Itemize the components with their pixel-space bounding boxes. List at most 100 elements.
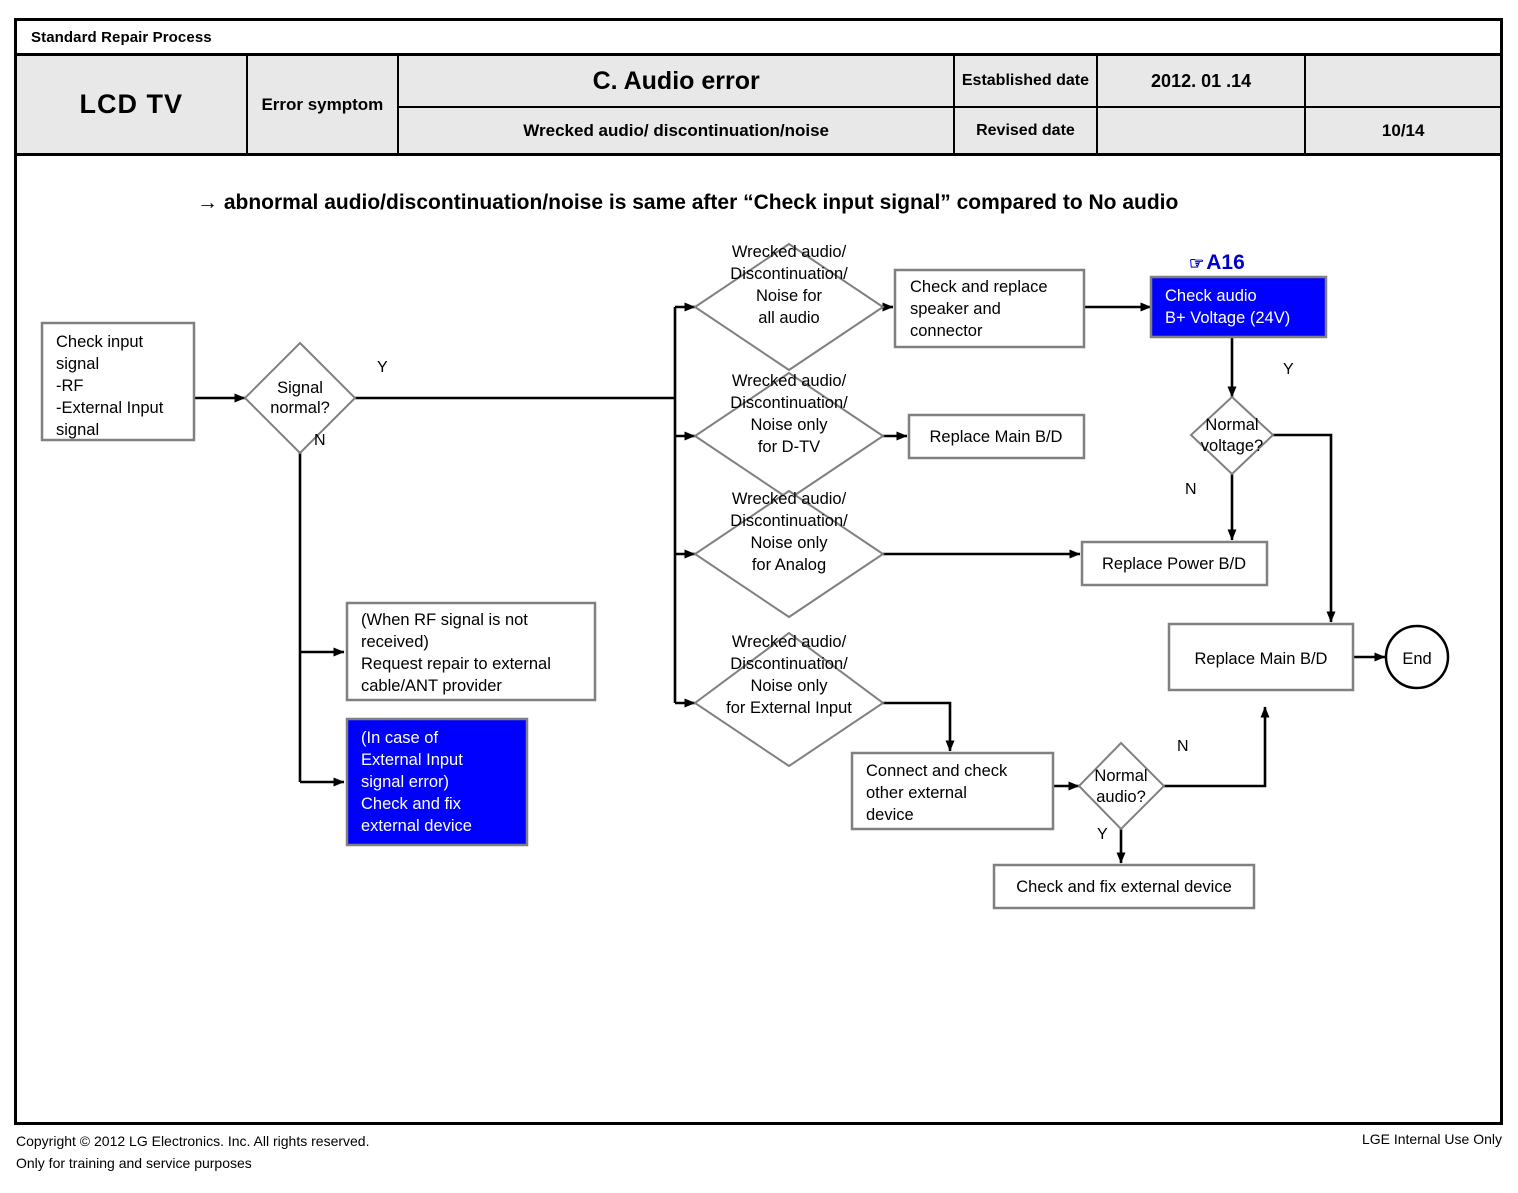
node-text: Check and replace xyxy=(910,278,1048,296)
node-text: Request repair to external xyxy=(361,655,551,673)
edge-label-audio-yes: Y xyxy=(1097,826,1108,843)
edge-external-to-connect xyxy=(883,701,955,752)
node-text: Discontinuation/ xyxy=(730,655,848,673)
footer-internal-use: LGE Internal Use Only xyxy=(1361,1131,1502,1147)
page-number-top-blank xyxy=(1306,56,1500,108)
node-text: for D-TV xyxy=(758,438,820,456)
node-text: (In case of xyxy=(361,729,438,747)
node-text: Normal xyxy=(1094,767,1147,785)
node-replace-power-bd[interactable]: Replace Power B/D xyxy=(1080,540,1269,587)
node-text: Check and fix external device xyxy=(1016,878,1232,896)
edge-label-signal-yes: Y xyxy=(377,359,388,376)
node-text: all audio xyxy=(758,309,819,327)
established-date-label: Established date xyxy=(955,56,1096,108)
node-external-input-error[interactable]: (In case of External Input signal error)… xyxy=(345,717,529,847)
page-number: 10/14 xyxy=(1381,121,1425,140)
node-text: normal? xyxy=(270,399,330,417)
node-check-fix-external[interactable]: Check and fix external device xyxy=(992,863,1256,910)
a16-label: A16 xyxy=(1206,251,1245,274)
node-text: signal xyxy=(56,355,99,373)
node-text: Noise for xyxy=(756,287,823,305)
document-frame: Standard Repair Process LCD TV Error sym… xyxy=(14,18,1503,1125)
edge-voltage-yes xyxy=(1273,433,1336,623)
node-text: Normal xyxy=(1205,416,1258,434)
node-text: Discontinuation/ xyxy=(730,265,848,283)
node-connect-check-other[interactable]: Connect and check other external device xyxy=(850,751,1055,831)
node-analog-only[interactable]: Wrecked audio/ Discontinuation/ Noise on… xyxy=(693,489,885,619)
node-external-input-only[interactable]: Wrecked audio/ Discontinuation/ Noise on… xyxy=(693,631,885,768)
edge-normalaudio-no xyxy=(1164,706,1270,788)
revised-date-label: Revised date xyxy=(976,122,1075,139)
node-all-audio[interactable]: Wrecked audio/ Discontinuation/ Noise fo… xyxy=(693,242,885,372)
header-table: LCD TV Error symptom C. Audio error Wrec… xyxy=(17,56,1500,156)
copyright-line-2: Only for training and service purposes xyxy=(16,1154,252,1171)
node-text: -RF xyxy=(56,377,84,395)
node-rf-not-received[interactable]: (When RF signal is not received) Request… xyxy=(345,601,597,702)
error-title-cell: C. Audio error Wrecked audio/ discontinu… xyxy=(399,56,956,153)
node-text: Replace Main B/D xyxy=(930,428,1063,446)
node-text: Noise only xyxy=(750,416,828,434)
node-text: B+ Voltage (24V) xyxy=(1165,309,1290,327)
flowchart-canvas: Check input signal -RF -External Input s… xyxy=(40,242,1450,910)
node-text: Discontinuation/ xyxy=(730,394,848,412)
page-number-cell: 10/14 xyxy=(1306,56,1500,153)
node-text: for Analog xyxy=(752,556,826,574)
established-date-value: 2012. 01 .14 xyxy=(1097,56,1305,108)
node-text: Check input xyxy=(56,333,144,351)
node-text: other external xyxy=(866,784,967,802)
node-text: for External Input xyxy=(726,699,852,717)
node-text: Noise only xyxy=(750,534,828,552)
date-labels-cell: Established date Revised date xyxy=(955,56,1098,153)
node-check-replace-speaker[interactable]: Check and replace speaker and connector xyxy=(893,268,1086,349)
node-text: Wrecked audio/ xyxy=(732,633,847,651)
node-text: End xyxy=(1402,650,1431,668)
node-dtv-only[interactable]: Wrecked audio/ Discontinuation/ Noise on… xyxy=(693,371,885,501)
date-values-cell: 2012. 01 .14 xyxy=(1097,56,1307,153)
node-text: device xyxy=(866,806,914,824)
error-detail: Wrecked audio/ discontinuation/noise xyxy=(523,121,830,140)
node-text: Signal xyxy=(277,379,323,397)
node-replace-main-bd-dtv[interactable]: Replace Main B/D xyxy=(907,413,1086,460)
error-symptom-label: Error symptom xyxy=(261,94,384,114)
node-text: external device xyxy=(361,817,472,835)
copyright-line-1: Copyright © 2012 LG Electronics. Inc. Al… xyxy=(16,1133,370,1149)
standard-repair-process-strip: Standard Repair Process xyxy=(17,21,1500,56)
node-signal-normal[interactable]: Signal normal? xyxy=(243,341,357,455)
edge-label-signal-no: N xyxy=(314,432,326,449)
product-cell: LCD TV xyxy=(17,56,248,153)
node-text: received) xyxy=(361,633,429,651)
a16-reference: ☞A16 xyxy=(1189,251,1245,275)
node-check-input-signal[interactable]: Check input signal -RF -External Input s… xyxy=(40,321,196,442)
node-text: Wrecked audio/ xyxy=(732,243,847,261)
node-text: Wrecked audio/ xyxy=(732,490,847,508)
node-normal-audio[interactable]: Normal audio? xyxy=(1077,741,1166,831)
node-text: (When RF signal is not xyxy=(361,611,528,629)
node-text: Connect and check xyxy=(866,762,1008,780)
node-text: Wrecked audio/ xyxy=(732,372,847,390)
node-text: connector xyxy=(910,322,983,340)
node-text: Check and fix xyxy=(361,795,462,813)
pointing-hand-icon: ☞ xyxy=(1189,254,1205,273)
edge-label-audio-no: N xyxy=(1177,738,1189,755)
node-text: Check audio xyxy=(1165,287,1257,305)
node-end[interactable]: End xyxy=(1384,624,1450,690)
node-normal-voltage[interactable]: Normal voltage? xyxy=(1189,395,1275,476)
node-text: speaker and xyxy=(910,300,1001,318)
strip-title: Standard Repair Process xyxy=(31,28,212,46)
node-text: audio? xyxy=(1096,788,1146,806)
error-symptom-label-cell: Error symptom xyxy=(247,56,400,153)
edge-label-voltage-no: N xyxy=(1185,481,1197,498)
node-text: Noise only xyxy=(750,677,828,695)
node-text: -External Input xyxy=(56,399,164,417)
flow-subtitle: → abnormal audio/discontinuation/noise i… xyxy=(197,191,1179,214)
error-title: C. Audio error xyxy=(399,56,954,108)
edge-label-voltage-yes: Y xyxy=(1283,361,1294,378)
node-text: cable/ANT provider xyxy=(361,677,502,695)
node-replace-main-bd-final[interactable]: Replace Main B/D xyxy=(1167,622,1355,692)
footer-copyright: Copyright © 2012 LG Electronics. Inc. Al… xyxy=(16,1131,369,1174)
node-text: Replace Main B/D xyxy=(1195,650,1328,668)
node-text: External Input xyxy=(361,751,463,769)
node-text: signal xyxy=(56,421,99,439)
node-check-audio-voltage[interactable]: Check audio B+ Voltage (24V) xyxy=(1149,275,1328,339)
node-text: Discontinuation/ xyxy=(730,512,848,530)
